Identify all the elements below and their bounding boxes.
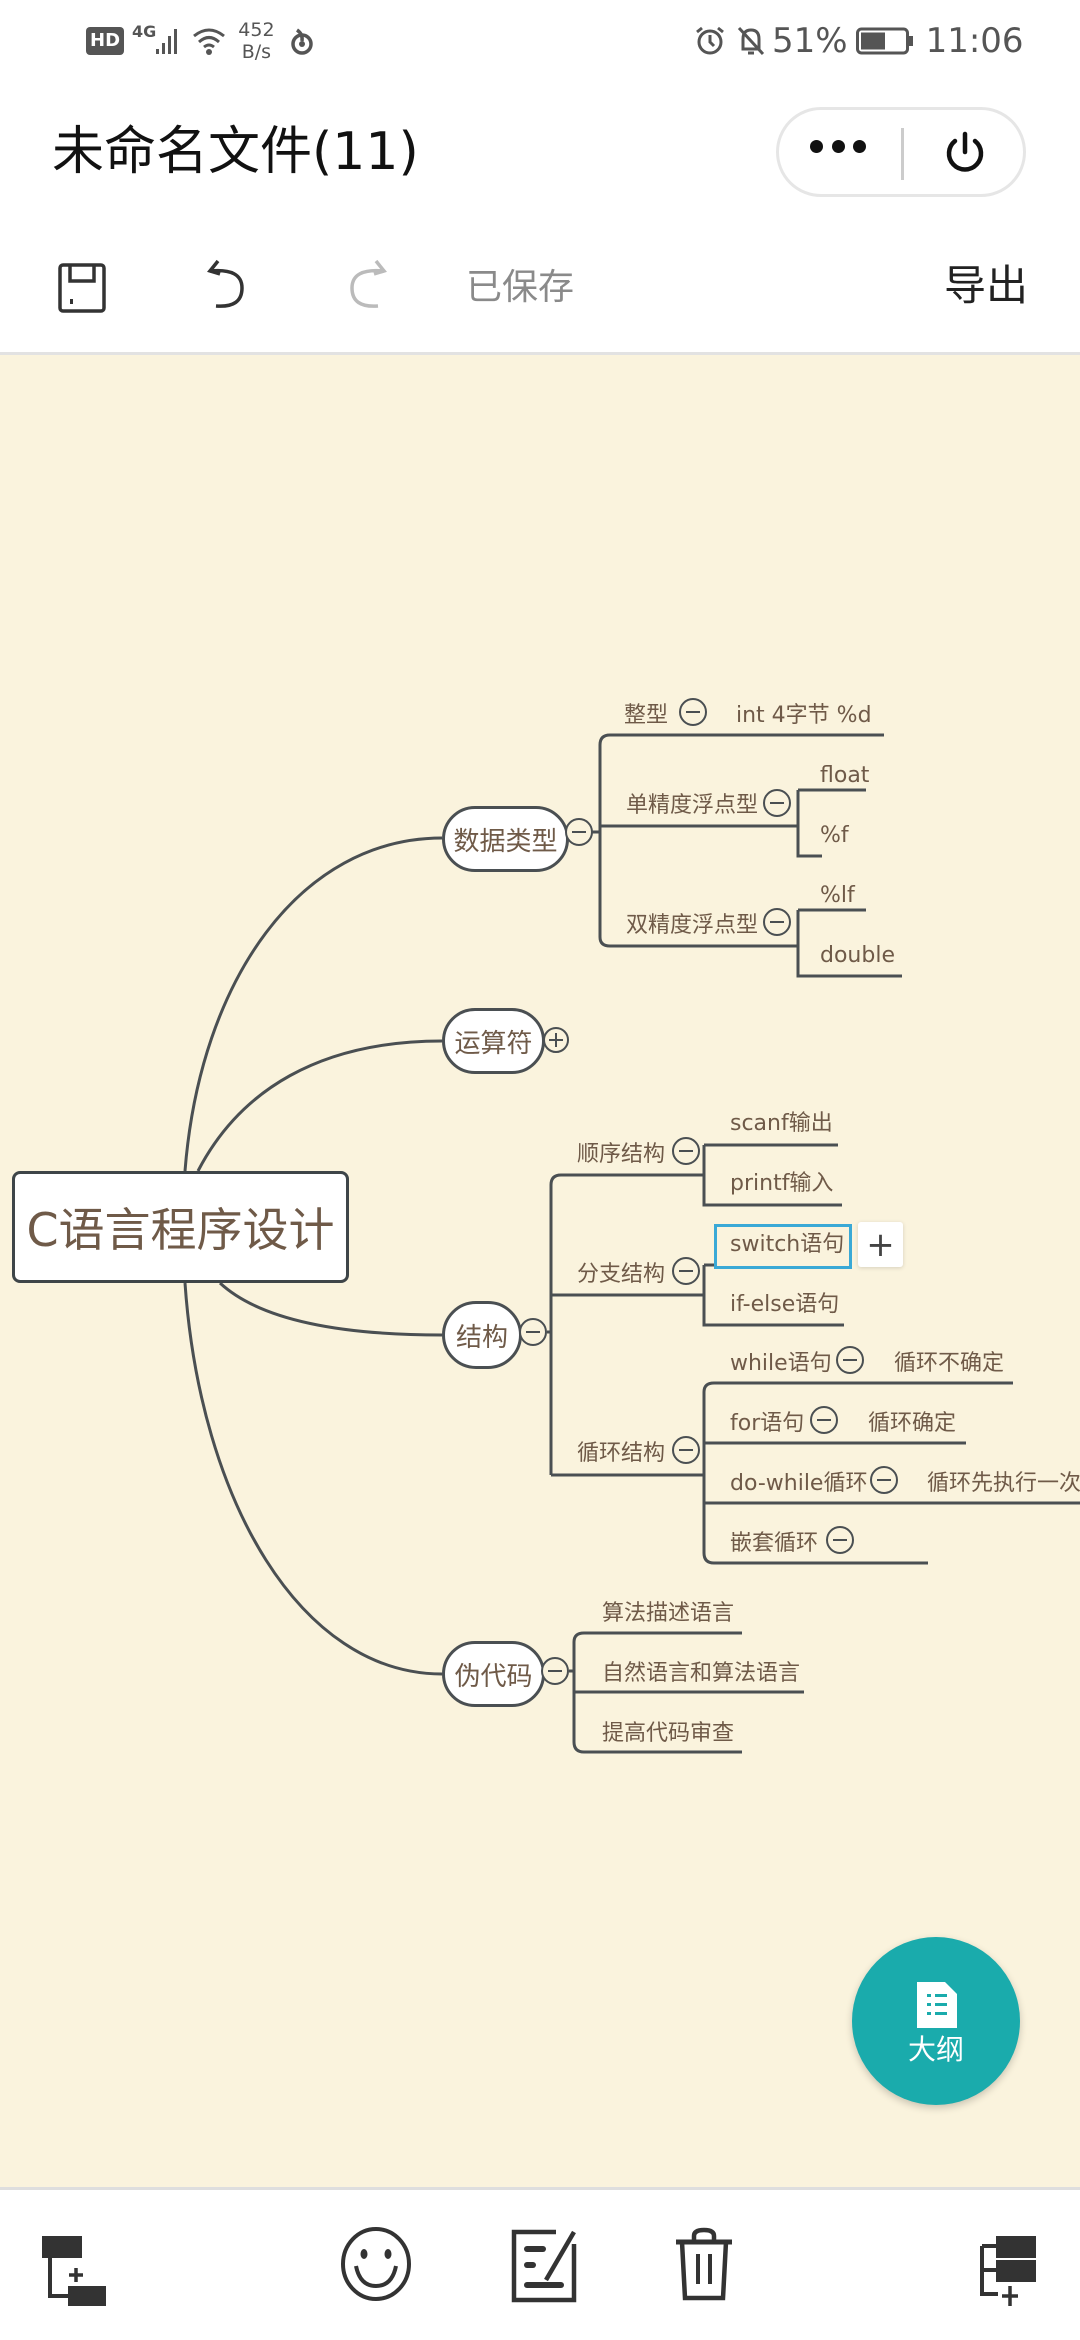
mute-icon: [737, 26, 765, 56]
net-speed-unit: B/s: [241, 41, 272, 63]
node-do-while[interactable]: do-while循环: [730, 1471, 868, 1496]
expand-toggle-icon[interactable]: [543, 1027, 569, 1053]
wifi-icon: [193, 28, 226, 55]
node-data-types[interactable]: 数据类型: [442, 806, 569, 872]
node-double-format[interactable]: %lf: [820, 883, 855, 908]
battery-icon: [855, 27, 913, 55]
collapse-toggle-icon[interactable]: [672, 1257, 700, 1285]
collapse-toggle-icon[interactable]: [763, 908, 791, 936]
selected-node-highlight: [714, 1224, 852, 1269]
collapse-toggle-icon[interactable]: [541, 1657, 569, 1685]
more-dots-icon[interactable]: [810, 140, 866, 160]
connector-datatypes: [592, 733, 884, 948]
clock: 11:06: [925, 21, 1024, 61]
editor-toolbar: [0, 230, 1080, 355]
collapse-toggle-icon[interactable]: [679, 698, 707, 726]
connector-root-structure: [218, 1281, 443, 1337]
redo-icon[interactable]: [346, 258, 390, 312]
status-right: 51% 11:06: [694, 0, 1024, 82]
connector-root-datatypes: [183, 836, 443, 1172]
capsule-divider: [901, 128, 904, 180]
hd-icon: HD: [86, 27, 125, 55]
node-do-while-note[interactable]: 循环先执行一次: [927, 1471, 1080, 1496]
connector-root-pseudocode: [183, 1282, 443, 1676]
signal-icon: [156, 29, 178, 54]
collapse-toggle-icon[interactable]: [870, 1466, 898, 1494]
save-status: 已保存: [466, 267, 575, 308]
node-float[interactable]: float: [820, 763, 870, 788]
connector-loop: [702, 1381, 1080, 1565]
page-title: 未命名文件(11): [52, 122, 419, 182]
app-notification-icon: [290, 28, 313, 55]
collapse-toggle-icon[interactable]: [826, 1526, 854, 1554]
undo-icon[interactable]: [204, 258, 248, 312]
node-code-review[interactable]: 提高代码审查: [602, 1721, 735, 1746]
node-double[interactable]: double: [820, 943, 895, 968]
collapse-toggle-icon[interactable]: [519, 1318, 547, 1346]
node-double-type[interactable]: 双精度浮点型: [626, 913, 759, 938]
node-float-type[interactable]: 单精度浮点型: [626, 793, 759, 818]
node-pseudocode[interactable]: 伪代码: [442, 1641, 545, 1707]
trash-icon[interactable]: [674, 2227, 734, 2302]
collapse-toggle-icon[interactable]: [565, 818, 593, 846]
status-left: HD 4G 452 B/s: [86, 0, 315, 82]
node-printf[interactable]: printf输入: [730, 1171, 834, 1196]
node-sequential[interactable]: 顺序结构: [577, 1142, 666, 1167]
node-float-format[interactable]: %f: [820, 823, 849, 848]
connector-root-operators: [196, 1039, 443, 1172]
node-while-note[interactable]: 循环不确定: [894, 1351, 1005, 1376]
node-while[interactable]: while语句: [730, 1351, 832, 1376]
collapse-toggle-icon[interactable]: [763, 789, 791, 817]
status-bar: HD 4G 452 B/s: [0, 0, 1080, 82]
bottom-toolbar: [0, 2187, 1080, 2340]
node-int-note[interactable]: int 4字节 %d: [736, 703, 872, 728]
node-natural-language[interactable]: 自然语言和算法语言: [602, 1661, 801, 1686]
outline-label: 大纲: [907, 2033, 964, 2066]
export-button[interactable]: 导出: [944, 261, 1029, 310]
node-loop[interactable]: 循环结构: [577, 1441, 666, 1466]
root-node[interactable]: C语言程序设计: [12, 1171, 349, 1283]
add-node-button[interactable]: +: [858, 1222, 903, 1267]
node-scanf[interactable]: scanf输出: [730, 1111, 833, 1136]
node-for[interactable]: for语句: [730, 1411, 805, 1436]
collapse-toggle-icon[interactable]: [672, 1436, 700, 1464]
alarm-icon: [696, 26, 724, 55]
connector-branch: [702, 1263, 844, 1327]
collapse-toggle-icon[interactable]: [810, 1406, 838, 1434]
outline-doc-icon: [917, 1982, 957, 2028]
network-type: 4G: [132, 22, 157, 41]
save-icon[interactable]: [58, 263, 106, 313]
node-nested-loop[interactable]: 嵌套循环: [730, 1531, 819, 1556]
node-algorithm-language[interactable]: 算法描述语言: [602, 1601, 735, 1626]
add-sibling-node-icon[interactable]: [974, 2234, 1044, 2308]
net-speed: 452 B/s: [238, 19, 274, 63]
connector-sequential: [702, 1143, 842, 1207]
node-if-else[interactable]: if-else语句: [730, 1292, 840, 1317]
collapse-toggle-icon[interactable]: [672, 1137, 700, 1165]
node-branch[interactable]: 分支结构: [577, 1262, 666, 1287]
connector-float: [796, 788, 866, 858]
battery-percent: 51%: [772, 21, 848, 61]
connector-double: [796, 908, 902, 978]
power-icon[interactable]: [944, 131, 986, 175]
note-edit-icon[interactable]: [510, 2229, 578, 2303]
node-switch[interactable]: switch语句: [730, 1232, 845, 1257]
add-child-node-icon[interactable]: [40, 2234, 110, 2306]
node-operators[interactable]: 运算符: [442, 1008, 545, 1074]
node-structure[interactable]: 结构: [442, 1301, 522, 1369]
net-speed-value: 452: [238, 19, 275, 41]
connector-pseudocode: [569, 1631, 804, 1754]
node-int[interactable]: 整型: [624, 703, 669, 728]
emoji-icon[interactable]: [340, 2226, 412, 2302]
collapse-toggle-icon[interactable]: [836, 1346, 864, 1374]
connector-structure: [547, 1173, 704, 1477]
node-for-note[interactable]: 循环确定: [868, 1411, 957, 1436]
